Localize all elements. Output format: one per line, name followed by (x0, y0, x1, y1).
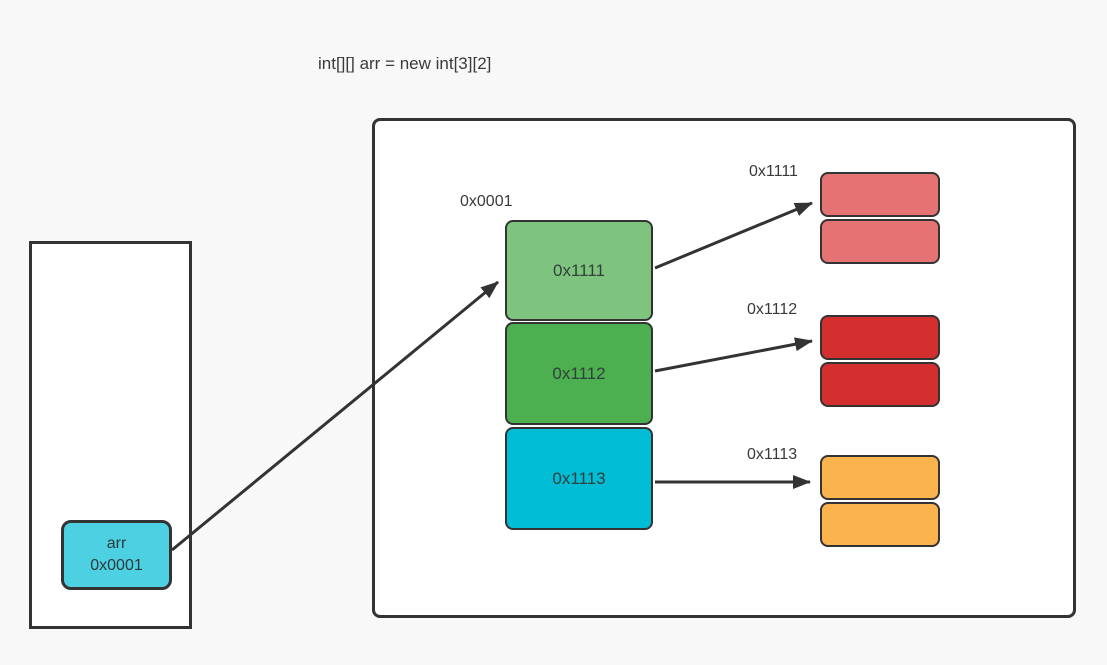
inner-array-1-address-label: 0x1112 (747, 301, 798, 318)
inner-array-1 (820, 315, 940, 407)
inner-array-1-cell-1 (820, 362, 940, 407)
inner-array-0-address-label: 0x1111 (749, 163, 798, 180)
outer-array-element-2-text: 0x1113 (552, 468, 606, 488)
inner-array-1-cell-0 (820, 315, 940, 360)
outer-array-element-1: 0x1112 (505, 322, 653, 425)
inner-array-2 (820, 455, 940, 547)
outer-array-element-0: 0x1111 (505, 220, 653, 321)
outer-array-address-label: 0x0001 (460, 193, 513, 210)
arr-variable-name: arr (106, 535, 127, 553)
inner-array-0 (820, 172, 940, 264)
inner-array-2-cell-1 (820, 502, 940, 547)
outer-array-element-2: 0x1113 (505, 427, 653, 530)
diagram-title: int[][] arr = new int[3][2] (318, 54, 492, 73)
outer-array-element-0-text: 0x1111 (553, 260, 605, 280)
inner-array-0-cell-0 (820, 172, 940, 217)
inner-array-2-cell-0 (820, 455, 940, 500)
outer-array-element-1-text: 0x1112 (552, 363, 606, 383)
arr-variable-box: arr 0x0001 (61, 520, 172, 590)
inner-array-0-cell-1 (820, 219, 940, 264)
arr-variable-value: 0x0001 (90, 557, 143, 574)
inner-array-2-address-label: 0x1113 (747, 446, 798, 463)
